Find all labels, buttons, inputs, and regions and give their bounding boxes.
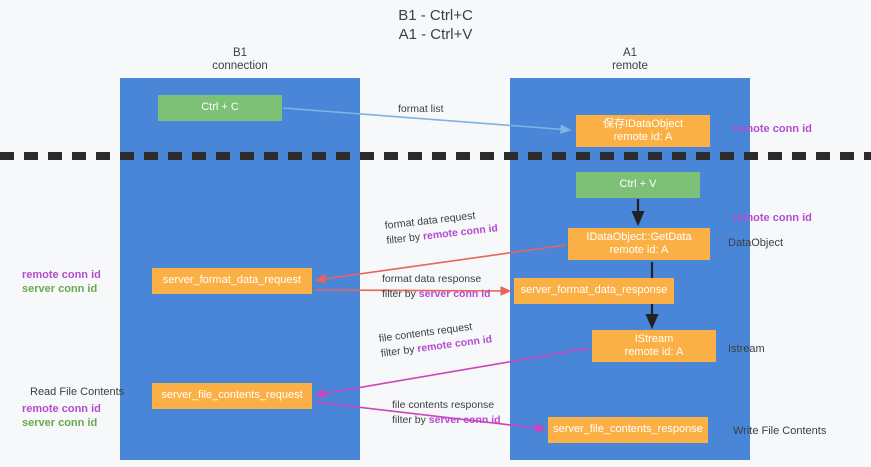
annotation-left-server-conn-id-1: server conn id [22,283,98,295]
node-getdata-title: IDataObject::GetData [586,230,692,243]
node-server-format-data-request[interactable]: server_format_data_request [152,268,312,294]
node-server-format-data-response[interactable]: server_format_data_response [514,278,674,304]
phase-divider [0,152,871,160]
lane-header-a1-name: A1 [622,47,638,59]
annotation-left-conn-ids-1: remote conn id server conn id [22,268,101,296]
edge-label-file-contents-request-prefix: filter by [380,343,419,360]
lane-header-b1: B1 connection [150,47,330,73]
node-ctrl-c[interactable]: Ctrl + C [158,95,282,121]
annotation-read-file-contents: Read File Contents [30,386,125,398]
edge-label-format-data-request: format data request filter by remote con… [384,206,499,248]
node-idataobject[interactable]: 保存IDataObject remote id: A [576,115,710,147]
lane-header-b1-name: B1 [232,47,248,59]
node-istream-remote-id: remote id: A [624,346,684,358]
annotation-dataobject: DataObject [728,237,784,249]
edge-label-file-contents-response-highlight: server conn id [428,414,501,426]
edge-label-format-data-response-line2: filter by server conn id [382,287,491,302]
lane-header-a1: A1 remote [540,47,720,73]
node-getdata-remote-id: remote id: A [609,244,669,256]
node-server-file-contents-request-label: server_file_contents_request [161,389,303,402]
node-server-file-contents-response[interactable]: server_file_contents_response [548,417,708,443]
edge-label-format-data-response-prefix: filter by [382,288,419,300]
lane-header-b1-subtitle: connection [212,60,268,72]
annotation-remote-conn-id-mid: remote conn id [733,212,812,224]
title-line-2: A1 - Ctrl+V [398,26,473,43]
node-server-format-data-request-label: server_format_data_request [162,274,302,287]
annotation-left-conn-ids-2: remote conn id server conn id [22,402,101,430]
edge-label-file-contents-response-line2: filter by server conn id [392,413,501,428]
node-idataobject-title: 保存IDataObject [602,117,684,130]
lane-header-a1-subtitle: remote [612,60,648,72]
node-istream[interactable]: IStream remote id: A [592,330,716,362]
node-idataobject-getdata[interactable]: IDataObject::GetData remote id: A [568,228,710,260]
annotation-left-server-conn-id-2: server conn id [22,417,98,429]
annotation-left-remote-conn-id-2: remote conn id [22,403,101,415]
edge-label-file-contents-response-prefix: filter by [392,414,429,426]
annotation-remote-conn-id-top: remote conn id [733,123,812,135]
edge-label-format-data-response-highlight: server conn id [418,288,491,300]
edge-label-format-list-text: format list [398,103,444,115]
annotation-write-file-contents: Write File Contents [733,425,827,437]
edge-label-file-contents-response-line1: file contents response [392,399,495,411]
node-ctrl-v[interactable]: Ctrl + V [576,172,700,198]
title-line-1: B1 - Ctrl+C [398,7,473,24]
edge-label-format-list: format list [398,102,444,117]
diagram-title: B1 - Ctrl+C A1 - Ctrl+V [0,6,871,44]
node-server-format-data-response-label: server_format_data_response [520,284,668,297]
node-ctrl-v-label: Ctrl + V [619,178,657,191]
node-ctrl-c-label: Ctrl + C [201,101,239,114]
annotation-left-remote-conn-id-1: remote conn id [22,269,101,281]
edge-label-file-contents-request: file contents request filter by remote c… [378,317,493,361]
node-server-file-contents-response-label: server_file_contents_response [553,423,703,436]
edge-label-format-data-request-prefix: filter by [385,230,424,247]
annotation-istream: Istream [728,343,765,355]
node-istream-title: IStream [634,332,674,345]
node-server-file-contents-request[interactable]: server_file_contents_request [152,383,312,409]
edge-label-format-data-response: format data response filter by server co… [382,272,491,302]
edge-label-format-data-response-line1: format data response [382,273,482,285]
edge-label-file-contents-response: file contents response filter by server … [392,398,501,428]
node-idataobject-remote-id: remote id: A [613,131,673,143]
